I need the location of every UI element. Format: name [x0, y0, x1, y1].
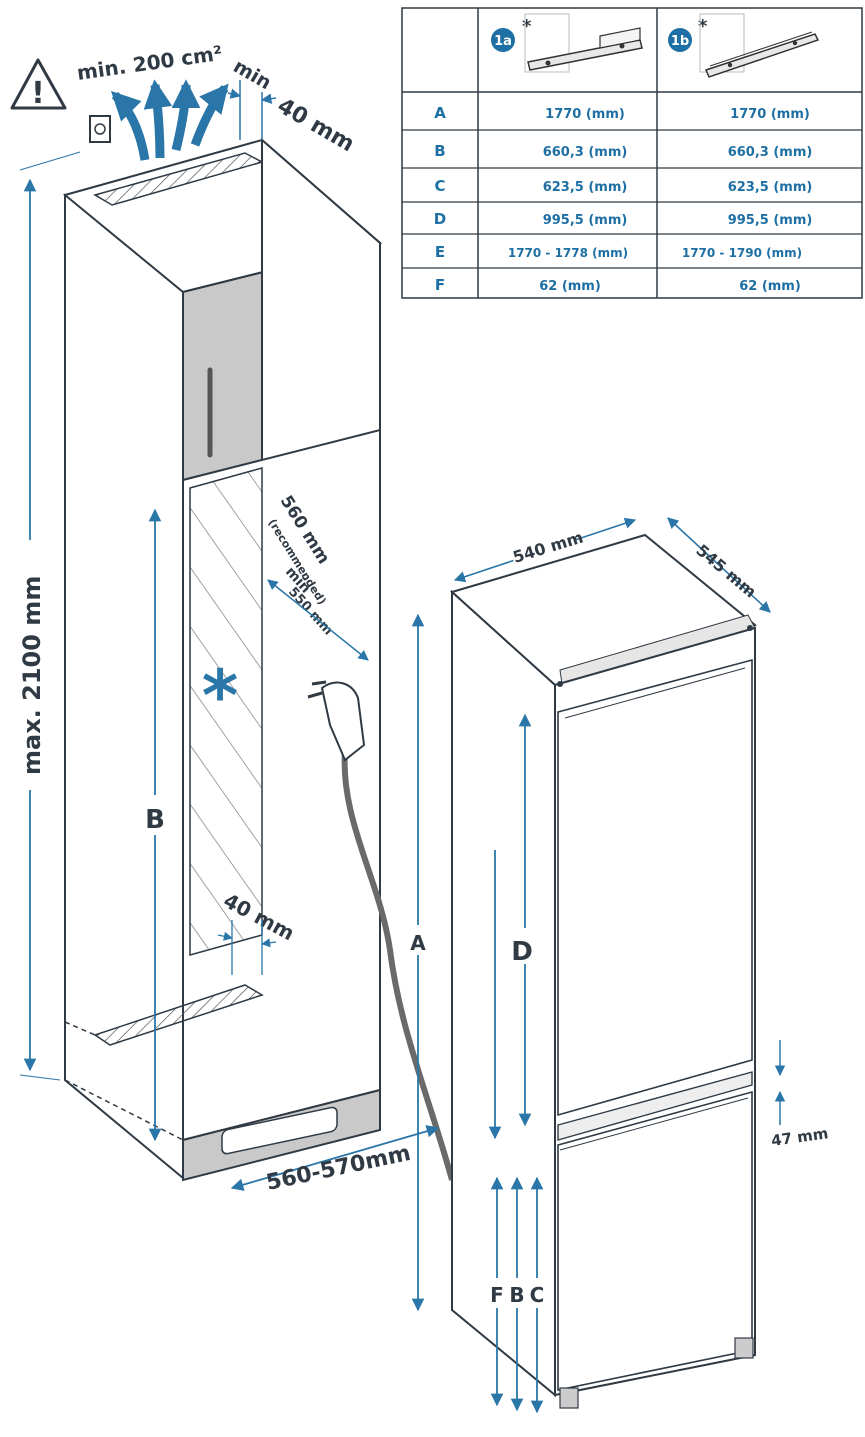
badge-1a-label: 1a [494, 34, 512, 49]
power-cable [341, 749, 455, 1181]
appliance-lower-door [557, 1090, 753, 1391]
table-row-label-a: A [434, 104, 446, 122]
warning-mark: ! [31, 76, 45, 111]
bracket-1a-icon [527, 27, 643, 71]
dim-b2-label: B [509, 1283, 524, 1307]
top-gap-min-label: min [230, 55, 276, 94]
table-cell-b-1a: 660,3 (mm) [543, 145, 628, 160]
badge-1a-note: * [522, 16, 532, 37]
badge-1b-note: * [698, 16, 708, 37]
table-cell-e-1b: 1770 - 1790 (mm) [682, 246, 802, 260]
table-cell-f-1b: 62 (mm) [739, 279, 801, 294]
table-cell-a-1a: 1770 (mm) [545, 107, 625, 122]
table-cell-c-1b: 623,5 (mm) [728, 180, 813, 195]
table-header-1b: 1b * [668, 13, 820, 78]
warning-icon: ! [10, 58, 67, 111]
table-cell-f-1a: 62 (mm) [539, 279, 601, 294]
badge-1b-label: 1b [671, 34, 689, 49]
socket-icon [89, 115, 111, 143]
dim-f-label: F [490, 1283, 504, 1307]
table-cell-c-1a: 623,5 (mm) [543, 180, 628, 195]
appliance-drawing [450, 533, 758, 1409]
max-height-dimension: max. 2100 mm [14, 151, 81, 1081]
table-header-1a: 1a * [491, 13, 643, 73]
dimensions-table: 1a * 1b * A 1770 (mm) 1 [401, 7, 863, 299]
bottom-vent-slot [93, 984, 264, 1046]
door-rail [557, 1071, 753, 1141]
cabinet-drawing [62, 137, 455, 1182]
dim-d-label: D [511, 937, 533, 967]
plug-icon [320, 681, 366, 762]
door-gap-label: 47 mm [770, 1124, 829, 1150]
table-cell-d-1a: 995,5 (mm) [543, 213, 628, 228]
appliance-upper-door [557, 658, 753, 1117]
airflow-arrows-icon [110, 79, 229, 161]
badge-1a-icon [491, 28, 515, 52]
vent-area-label: min. 200 cm² [75, 41, 224, 85]
table-row-label-d: D [434, 210, 446, 228]
table-cell-d-1b: 995,5 (mm) [728, 213, 813, 228]
bracket-1a-frame [524, 13, 570, 73]
top-gap-value-label: 40 mm [273, 94, 358, 158]
table-row-label-e: E [435, 243, 445, 261]
badge-1b-icon [668, 28, 692, 52]
dim-b-label: B [145, 805, 165, 835]
table-cell-a-1b: 1770 (mm) [730, 107, 810, 122]
table-row-label-f: F [435, 276, 445, 294]
table-row-label-c: C [434, 177, 445, 195]
table-cell-b-1b: 660,3 (mm) [728, 145, 813, 160]
dim-c-label: C [530, 1283, 545, 1307]
max-height-label: max. 2100 mm [18, 576, 46, 775]
snowflake-icon: * [202, 655, 239, 737]
table-cell-e-1a: 1770 - 1778 (mm) [508, 246, 628, 260]
table-row-label-b: B [434, 142, 445, 160]
bracket-1b-icon [704, 31, 820, 78]
dim-a-label: A [410, 931, 426, 955]
